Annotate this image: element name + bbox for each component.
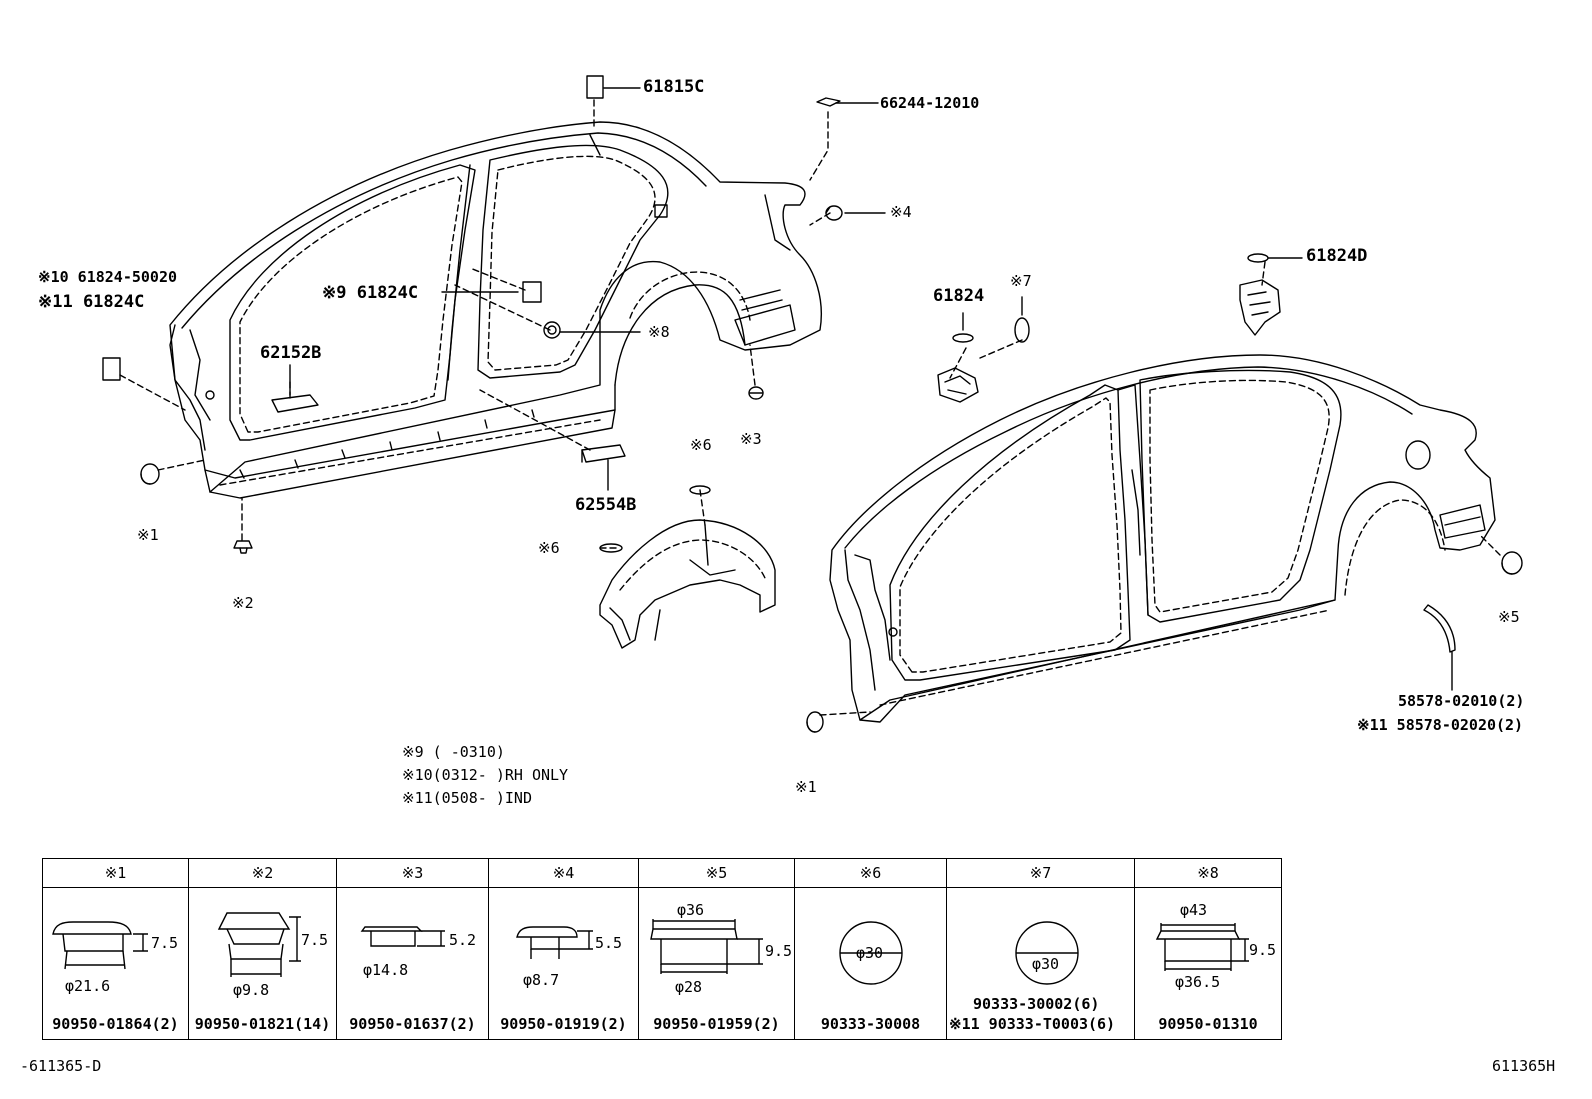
- cell-header: ※3: [337, 859, 488, 888]
- label-62152b: 62152B: [260, 343, 322, 363]
- table-cell: ※7 φ30 90333-30002(6) ※11 90333-T0003(6): [947, 859, 1135, 1039]
- label-ref-2: ※2: [232, 594, 254, 612]
- dim-top-diameter: φ43: [1180, 901, 1207, 919]
- plug-icon: 5.5 φ8.7: [516, 926, 622, 989]
- dim-diameter: φ30: [856, 944, 883, 962]
- note-9: ※9 ( -0310): [402, 743, 505, 761]
- plug-icon: 7.5 φ21.6: [52, 921, 178, 995]
- left-small-parts: [102, 75, 843, 554]
- table-cell: ※4 5.5 φ8.7 90950-01919(2): [489, 859, 639, 1039]
- table-cell: ※6 φ30 90333-30008: [795, 859, 947, 1039]
- label-58578-02010: 58578-02010(2): [1398, 692, 1525, 710]
- dim-height: 9.5: [1249, 941, 1276, 959]
- label-58578-02020: ※11 58578-02020(2): [1357, 716, 1524, 734]
- dim-top-diameter: φ36: [677, 901, 704, 919]
- right-side-panel: [829, 354, 1496, 723]
- dim-diameter: φ8.7: [523, 971, 559, 989]
- dim-height: 7.5: [151, 934, 178, 952]
- right-solid-leaders: [962, 257, 1453, 691]
- label-ref-8: ※8: [648, 323, 670, 341]
- label-ref-1-right: ※1: [795, 778, 817, 796]
- cell-header: ※4: [489, 859, 638, 888]
- note-11: ※11(0508- )IND: [402, 789, 532, 807]
- table-cell: ※3 5.2 φ14.8 90950-01637(2): [337, 859, 489, 1039]
- note-10: ※10(0312- )RH ONLY: [402, 766, 569, 784]
- cell-header: ※5: [639, 859, 794, 888]
- footer-code-left: -611365-D: [20, 1057, 102, 1075]
- part-number: 90950-01310: [1158, 1015, 1258, 1033]
- label-66244-12010: 66244-12010: [880, 94, 980, 112]
- dim-height: 7.5: [301, 931, 328, 949]
- part-number-alt: ※11 90333-T0003(6): [949, 1015, 1116, 1033]
- cell-header: ※8: [1135, 859, 1281, 888]
- clip-icon: 7.5 φ9.8: [217, 912, 328, 999]
- footer-code-right: 611365H: [1492, 1057, 1556, 1075]
- label-61824c-9: ※9 61824C: [322, 283, 419, 303]
- dim-height: 5.5: [595, 934, 622, 952]
- part-number: 90950-01919(2): [500, 1015, 627, 1033]
- dim-diameter: φ21.6: [65, 977, 110, 995]
- label-ref-6-left: ※6: [538, 539, 560, 557]
- part-number: 90333-30002(6): [973, 995, 1100, 1013]
- left-leader-lines: [119, 99, 831, 549]
- label-ref-4: ※4: [890, 203, 912, 221]
- dim-diameter: φ36.5: [1175, 973, 1220, 991]
- seal-icon: φ30: [1015, 921, 1079, 985]
- part-number: 90950-01637(2): [349, 1015, 476, 1033]
- label-62554b: 62554B: [575, 495, 637, 515]
- cell-header: ※6: [795, 859, 946, 888]
- part-number: 90950-01821(14): [194, 1015, 331, 1033]
- right-leader-lines: [819, 261, 1501, 716]
- seal-icon: φ30: [839, 921, 903, 985]
- left-solid-leaders: [289, 87, 886, 491]
- dim-diameter: φ14.8: [363, 961, 408, 979]
- dim-diameter: φ30: [1032, 955, 1059, 973]
- label-61824-50020: ※10 61824-50020: [38, 268, 177, 286]
- dim-diameter: φ28: [675, 978, 702, 996]
- label-ref-3: ※3: [740, 430, 762, 448]
- label-ref-1-left: ※1: [137, 526, 159, 544]
- dim-diameter: φ9.8: [233, 981, 269, 999]
- part-number: 90950-01959(2): [653, 1015, 780, 1033]
- wheel-liner: [599, 519, 776, 649]
- grommet-icon: 5.2 φ14.8: [360, 926, 476, 979]
- cell-header: ※7: [947, 859, 1134, 888]
- fastener-table: ※1 7.5 φ21.6 90950-01864(2) ※2 7.5 φ9: [42, 858, 1282, 1040]
- plug-icon: φ43 9.5 φ36.5: [1155, 901, 1276, 991]
- part-number: 90950-01864(2): [52, 1015, 179, 1033]
- right-small-parts: [806, 253, 1523, 733]
- cell-header: ※2: [189, 859, 336, 888]
- dim-height: 5.2: [449, 931, 476, 949]
- label-ref-5: ※5: [1498, 608, 1520, 626]
- left-side-panel: [169, 121, 822, 499]
- label-61824: 61824: [933, 286, 985, 306]
- table-cell: ※8 φ43 9.5 φ36.5 90950-01310: [1135, 859, 1281, 1039]
- plug-icon: φ36 9.5 φ28: [650, 901, 792, 996]
- table-cell: ※2 7.5 φ9.8 90950-01821(14): [189, 859, 337, 1039]
- label-61824d: 61824D: [1306, 246, 1368, 266]
- label-ref-7: ※7: [1010, 272, 1032, 290]
- label-ref-6-top: ※6: [690, 436, 712, 454]
- label-61824c-11: ※11 61824C: [38, 292, 145, 312]
- table-cell: ※5 φ36 9.5 φ28 90950-01959(2): [639, 859, 795, 1039]
- label-61815c: 61815C: [643, 77, 705, 97]
- table-cell: ※1 7.5 φ21.6 90950-01864(2): [43, 859, 189, 1039]
- part-number: 90333-30008: [820, 1015, 921, 1033]
- dim-height: 9.5: [765, 942, 792, 960]
- cell-header: ※1: [43, 859, 188, 888]
